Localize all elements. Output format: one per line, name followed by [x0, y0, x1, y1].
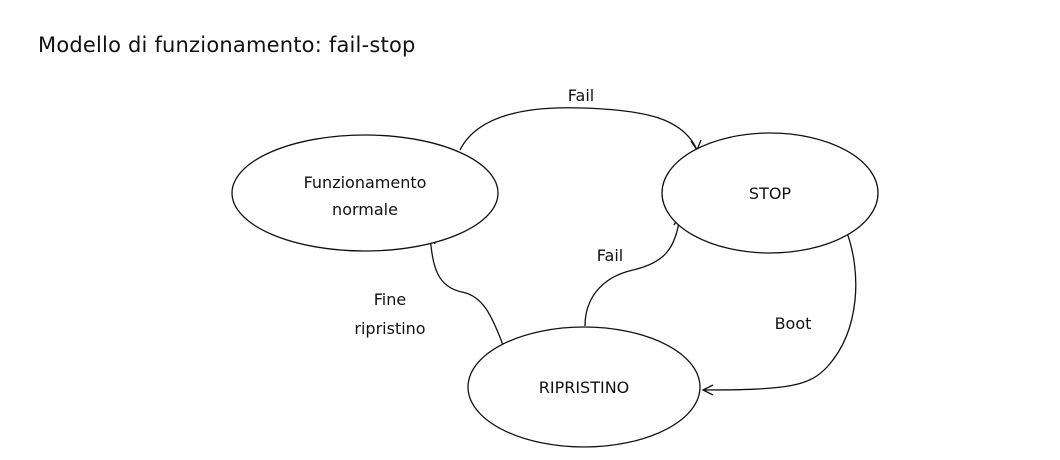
state-stop: STOP [661, 132, 879, 254]
edge-label-normal-to-stop: Fail [568, 86, 594, 105]
state-restore: RIPRISTINO [467, 326, 701, 448]
edge-label-restore-to-normal-line2: ripristino [354, 319, 425, 338]
edge-restore-to-stop [584, 213, 686, 327]
state-stop-label: STOP [749, 184, 792, 203]
edge-stop-to-restore [701, 229, 857, 396]
page-title: Modello di funzionamento: fail-stop [38, 33, 416, 57]
state-restore-label: RIPRISTINO [539, 378, 630, 397]
state-normal-label-line1: Funzionamento [304, 173, 427, 192]
arrowhead-icon [701, 384, 714, 396]
edge-restore-to-normal [424, 232, 504, 346]
state-normal: Funzionamento normale [231, 134, 499, 252]
edge-normal-to-stop [459, 107, 702, 152]
edge-label-stop-to-restore: Boot [775, 314, 812, 333]
edge-label-restore-to-normal-line1: Fine [374, 290, 406, 309]
edge-label-restore-to-stop: Fail [597, 246, 623, 265]
state-normal-label-line2: normale [332, 200, 398, 219]
